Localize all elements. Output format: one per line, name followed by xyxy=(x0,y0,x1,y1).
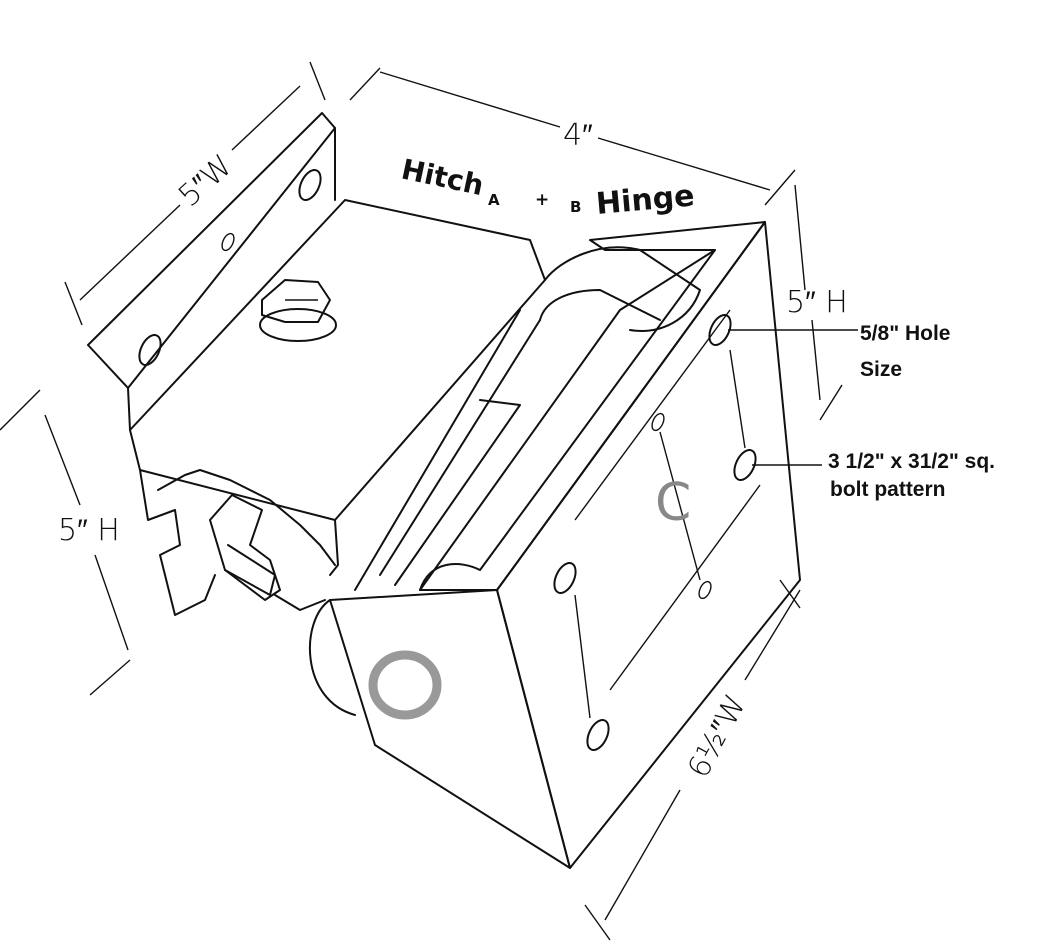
title-hitch: Hitch xyxy=(399,153,487,203)
dimension-lines xyxy=(0,61,843,941)
dim-right-height: 5″ H xyxy=(786,285,848,320)
bolt-pattern-note-2: bolt pattern xyxy=(830,478,946,501)
dim-bottom-width: 6½″W xyxy=(681,689,753,784)
title-a: A xyxy=(488,191,500,209)
title-b: B xyxy=(570,198,581,216)
hinge-box-b xyxy=(329,221,858,869)
dim-top-width: 4″ xyxy=(563,118,593,153)
dim-left-height: 5″ H xyxy=(58,513,120,548)
part-mark-o xyxy=(368,650,442,720)
hole-size-note-1: 5/8" Hole xyxy=(860,322,951,345)
bolt-pattern-note-1: 3 1/2" x 31/2" sq. xyxy=(828,450,995,473)
title: Hitch A + B Hinge xyxy=(399,153,696,222)
hinge-roller xyxy=(308,246,701,716)
title-plus: + xyxy=(535,190,549,210)
hole-size-note-2: Size xyxy=(860,358,902,381)
part-mark-c: C xyxy=(655,473,691,533)
title-hinge: Hinge xyxy=(595,179,696,222)
